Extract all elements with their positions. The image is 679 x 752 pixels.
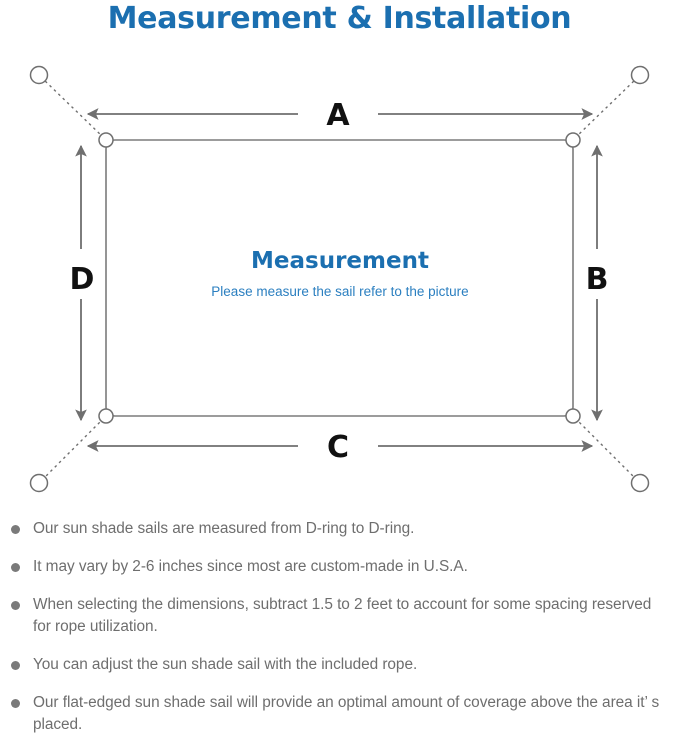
list-item: When selecting the dimensions, subtract …: [0, 594, 679, 638]
anchor-top-right: [630, 65, 650, 85]
d-ring-bottom-right: [565, 408, 581, 424]
rope-bottom-right: [574, 417, 638, 481]
note-text: It may vary by 2-6 inches since most are…: [33, 558, 468, 575]
d-ring-bottom-left: [98, 408, 114, 424]
sail-measurement-diagram: A C D B Measurement Please measure the s…: [0, 46, 679, 511]
list-item: You can adjust the sun shade sail with t…: [0, 654, 679, 676]
d-ring-top-right: [565, 132, 581, 148]
page-title: Measurement & Installation: [107, 1, 572, 36]
rope-top-right: [574, 77, 638, 139]
diagram-center-subtitle: Please measure the sail refer to the pic…: [211, 284, 468, 299]
list-item: It may vary by 2-6 inches since most are…: [0, 556, 679, 578]
list-item: Our sun shade sails are measured from D-…: [0, 518, 679, 540]
bullet-icon: [11, 525, 20, 534]
dimension-label-c: C: [327, 430, 349, 465]
bullet-icon: [11, 699, 20, 708]
bullet-icon: [11, 563, 20, 572]
note-text: Our sun shade sails are measured from D-…: [33, 520, 415, 537]
note-text: You can adjust the sun shade sail with t…: [33, 656, 418, 673]
d-ring-top-left: [98, 132, 114, 148]
sail-rectangle: [105, 139, 574, 417]
rope-bottom-left: [41, 417, 105, 481]
anchor-top-left: [29, 65, 49, 85]
note-text: When selecting the dimensions, subtract …: [33, 596, 652, 635]
list-item: Our flat-edged sun shade sail will provi…: [0, 692, 679, 736]
dimension-label-a: A: [326, 98, 350, 133]
note-text: Our flat-edged sun shade sail will provi…: [33, 694, 660, 733]
anchor-bottom-right: [630, 473, 650, 493]
anchor-bottom-left: [29, 473, 49, 493]
dimension-label-b: B: [586, 262, 609, 297]
rope-top-left: [41, 77, 105, 139]
bullet-icon: [11, 601, 20, 610]
notes-list: Our sun shade sails are measured from D-…: [0, 518, 679, 752]
dimension-label-d: D: [70, 262, 95, 297]
bullet-icon: [11, 661, 20, 670]
diagram-center-title: Measurement: [251, 248, 429, 274]
